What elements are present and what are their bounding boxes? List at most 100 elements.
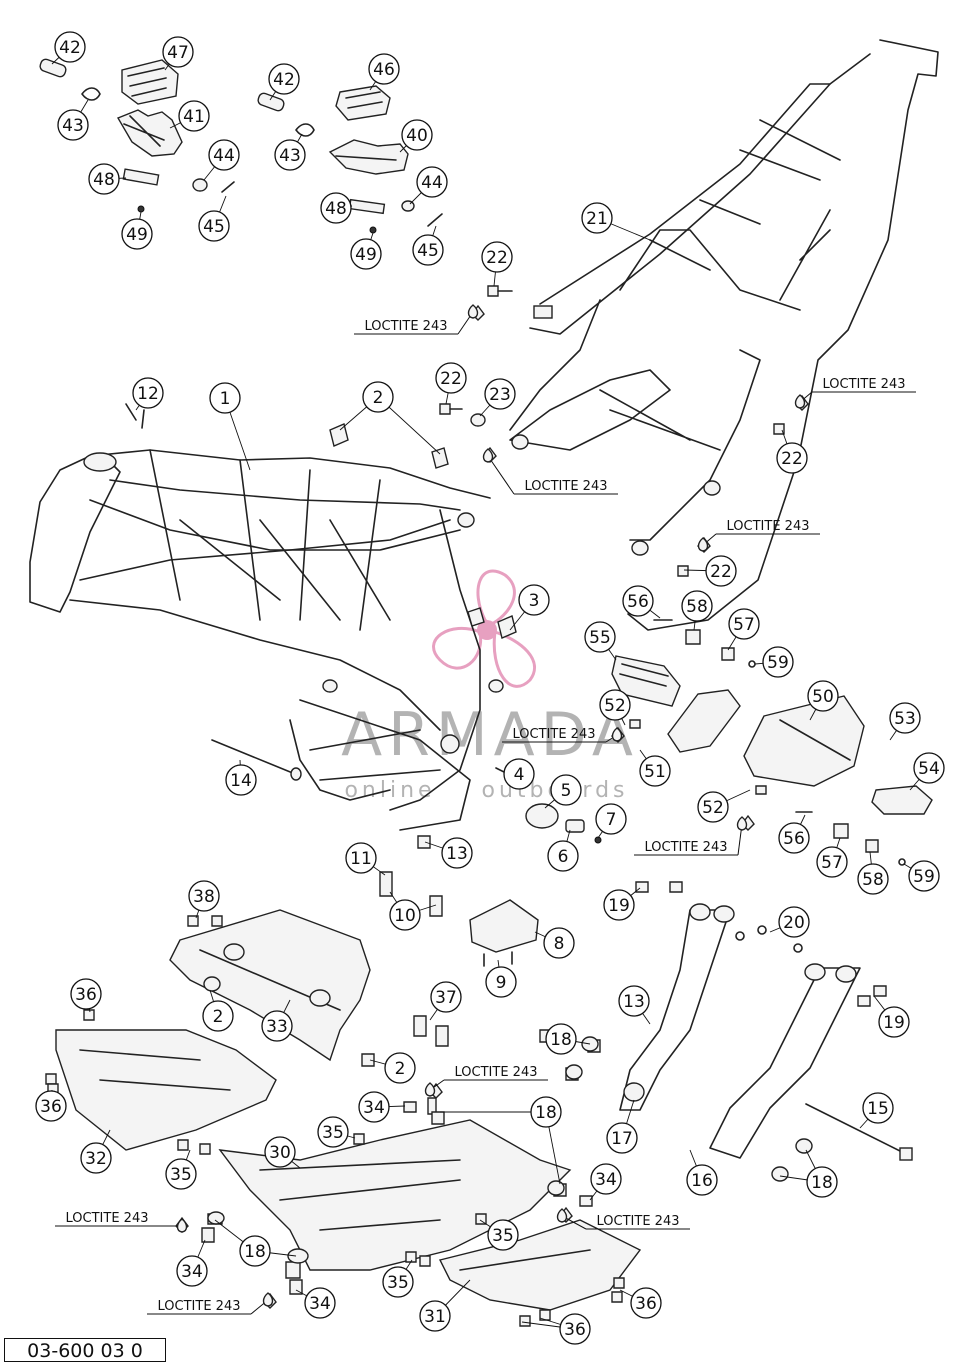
- callout-ring: [70, 978, 102, 1010]
- callout-number: 42: [273, 70, 295, 90]
- footpeg-assembly-right: [257, 85, 443, 234]
- callout-45: 45: [412, 234, 444, 266]
- callout-32: 32: [80, 1142, 112, 1174]
- callout-number: 33: [266, 1017, 288, 1037]
- callout-number: 2: [213, 1007, 224, 1027]
- callout-ring: [705, 555, 737, 587]
- callout-44: 44: [416, 166, 448, 198]
- callout-2: 2: [202, 1000, 234, 1032]
- loctite-note-4: LOCTITE 243: [727, 519, 810, 534]
- callout-ring: [518, 584, 550, 616]
- callout-number: 1: [220, 389, 231, 409]
- callout-ring: [584, 621, 616, 653]
- callout-34: 34: [590, 1163, 622, 1195]
- callout-23: 23: [484, 378, 516, 410]
- footpeg-assembly-left: [39, 58, 235, 213]
- loctite-note-3: LOCTITE 243: [823, 377, 906, 392]
- callout-18: 18: [545, 1023, 577, 1055]
- callout-34: 34: [176, 1255, 208, 1287]
- callout-number: 45: [417, 241, 439, 261]
- callout-ring: [908, 860, 940, 892]
- callout-52: 52: [697, 791, 729, 823]
- callout-ring: [165, 1158, 197, 1190]
- callout-number: 5: [561, 781, 572, 801]
- callout-number: 48: [93, 170, 115, 190]
- callout-number: 12: [137, 384, 159, 404]
- callout-ring: [878, 1006, 910, 1038]
- callout-number: 34: [363, 1098, 385, 1118]
- callout-34: 34: [304, 1287, 336, 1319]
- callout-ring: [88, 163, 120, 195]
- callout-13: 13: [618, 985, 650, 1017]
- callout-41: 41: [178, 100, 210, 132]
- callout-56: 56: [622, 585, 654, 617]
- callout-number: 58: [686, 597, 708, 617]
- diagram-code: 03-600 03 0: [4, 1338, 166, 1362]
- callout-ring: [208, 139, 240, 171]
- callout-56: 56: [778, 822, 810, 854]
- callout-number: 45: [203, 217, 225, 237]
- callout-2: 2: [384, 1052, 416, 1084]
- callout-number: 43: [279, 146, 301, 166]
- callout-number: 57: [821, 853, 843, 873]
- callout-36: 36: [559, 1313, 591, 1345]
- callout-ring: [54, 31, 86, 63]
- callout-ring: [304, 1287, 336, 1319]
- callout-ring: [350, 238, 382, 270]
- callout-number: 48: [325, 199, 347, 219]
- callout-ring: [430, 981, 462, 1013]
- callout-ring: [485, 966, 517, 998]
- callout-ring: [416, 166, 448, 198]
- callout-ring: [176, 1255, 208, 1287]
- callout-ring: [622, 585, 654, 617]
- callout-40: 40: [401, 119, 433, 151]
- callout-ring: [202, 1000, 234, 1032]
- loctite-note-9: LOCTITE 243: [66, 1211, 149, 1226]
- loctite-note-6: LOCTITE 243: [645, 840, 728, 855]
- callout-ring: [384, 1052, 416, 1084]
- callout-number: 53: [894, 709, 916, 729]
- callout-ring: [225, 764, 257, 796]
- callout-ring: [681, 590, 713, 622]
- callout-ring: [57, 109, 89, 141]
- callout-18: 18: [239, 1235, 271, 1267]
- callout-9: 9: [485, 966, 517, 998]
- callout-number: 51: [644, 762, 666, 782]
- callout-number: 32: [85, 1149, 107, 1169]
- callout-number: 22: [710, 562, 732, 582]
- callout-ring: [320, 192, 352, 224]
- loctite-note-7: LOCTITE 243: [455, 1065, 538, 1080]
- callout-number: 10: [394, 906, 416, 926]
- callout-ring: [530, 1096, 562, 1128]
- callout-number: 59: [913, 867, 935, 887]
- callout-number: 23: [489, 385, 511, 405]
- callout-ring: [630, 1287, 662, 1319]
- callout-ring: [441, 837, 473, 869]
- callout-35: 35: [165, 1158, 197, 1190]
- callout-number: 34: [595, 1170, 617, 1190]
- callout-number: 52: [702, 798, 724, 818]
- callout-number: 22: [486, 248, 508, 268]
- callout-ring: [358, 1091, 390, 1123]
- callout-45: 45: [198, 210, 230, 242]
- callout-16: 16: [686, 1164, 718, 1196]
- callout-4: 4: [503, 758, 535, 790]
- callout-number: 36: [40, 1097, 62, 1117]
- callout-number: 47: [167, 43, 189, 63]
- callout-48: 48: [320, 192, 352, 224]
- callout-number: 40: [406, 126, 428, 146]
- callout-35: 35: [317, 1116, 349, 1148]
- callout-13: 13: [441, 837, 473, 869]
- callout-number: 36: [564, 1320, 586, 1340]
- callout-ring: [484, 378, 516, 410]
- callout-ring: [80, 1142, 112, 1174]
- side-brackets: [619, 881, 913, 1182]
- callout-35: 35: [487, 1219, 519, 1251]
- callout-ring: [121, 218, 153, 250]
- callout-ring: [132, 377, 164, 409]
- callout-number: 7: [606, 810, 617, 830]
- callout-51: 51: [639, 755, 671, 787]
- callout-ring: [606, 1122, 638, 1154]
